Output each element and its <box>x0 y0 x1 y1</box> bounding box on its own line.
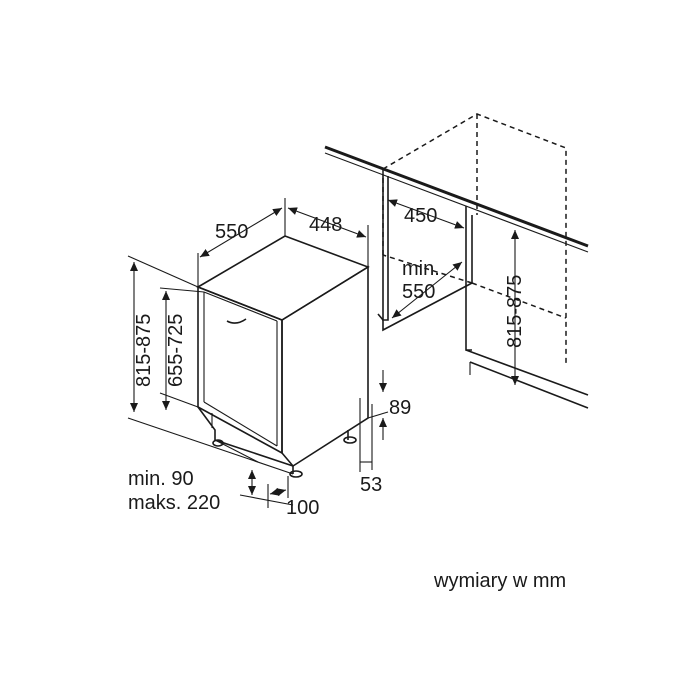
plinth-height-label: 89 <box>389 397 411 419</box>
niche-width-label: 450 <box>404 205 437 227</box>
foot-height-label: 53 <box>360 474 382 496</box>
plinth-range-label-line2: maks. 220 <box>128 492 220 514</box>
niche-depth-label-line1: min. <box>402 258 440 280</box>
units-note: wymiary w mm <box>433 570 566 592</box>
dishwasher-body <box>196 235 370 478</box>
niche-height-label: 815-875 <box>504 275 526 348</box>
plinth-depth-label: 100 <box>286 497 319 519</box>
door-height-label: 655-725 <box>165 314 187 387</box>
width-label: 448 <box>309 214 342 236</box>
niche-depth-label-line2: 550 <box>402 281 435 303</box>
depth-label: 550 <box>215 221 248 243</box>
plinth-range-label-line1: min. 90 <box>128 468 194 490</box>
dimension-lines <box>127 198 519 508</box>
height-label: 815-875 <box>133 314 155 387</box>
door-handle <box>226 318 247 324</box>
cabinet-niche <box>324 113 589 409</box>
